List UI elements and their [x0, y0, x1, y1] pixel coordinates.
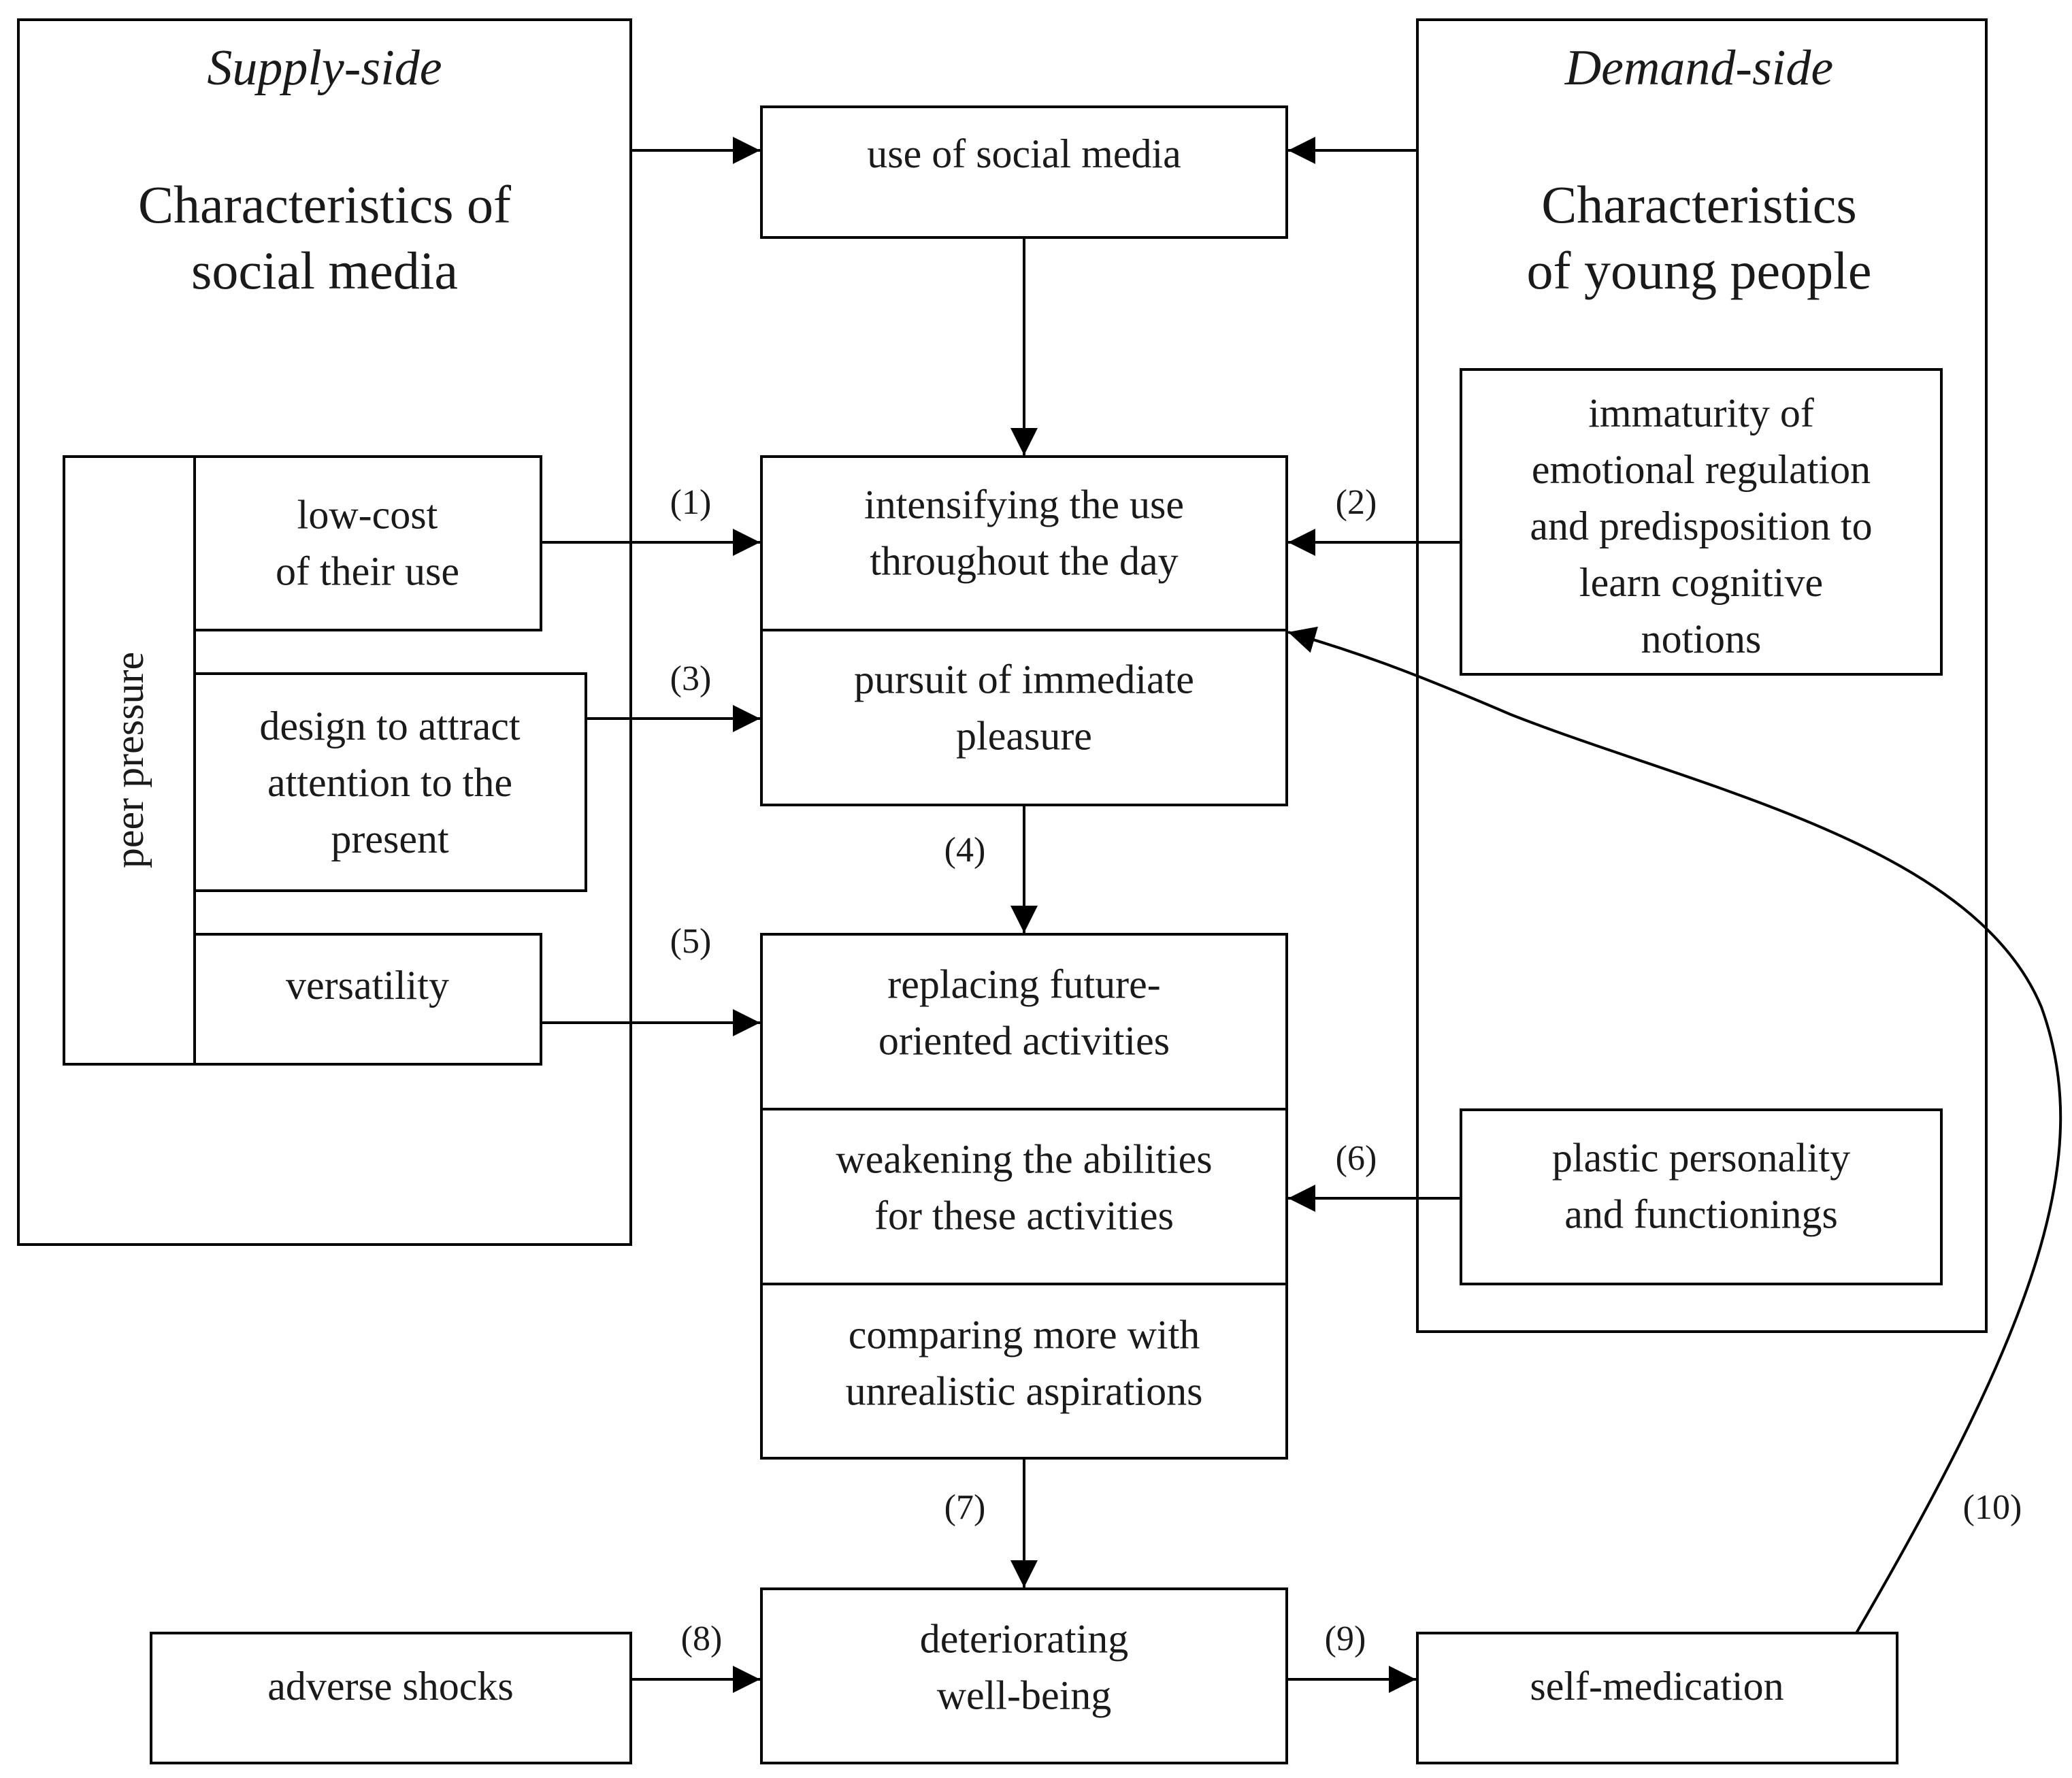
immaturity-text-line-2: emotional regulation	[1532, 447, 1871, 492]
design-box	[193, 672, 587, 892]
design-text-line-2: attention to the	[267, 760, 512, 805]
adverse-shocks-box	[150, 1632, 632, 1764]
label-10: (10)	[1963, 1488, 2022, 1527]
design-text-line-3: present	[331, 817, 449, 861]
comparing-text-line-1: comparing more with	[849, 1313, 1200, 1357]
self-medication-text: self-medication	[1530, 1664, 1783, 1709]
supply-side-title-line-2: social media	[191, 241, 458, 300]
versatility-box	[193, 933, 542, 1066]
weakening-text-line-1: weakening the abilities	[836, 1137, 1212, 1182]
intensifying-text-line-1: intensifying the use	[864, 482, 1184, 527]
peer-pressure-label: peer pressure	[107, 652, 152, 868]
adverse-shocks-text-line-1: adverse shocks	[267, 1664, 514, 1709]
weakening-text: weakening the abilities for these activit…	[836, 1137, 1212, 1238]
adverse-shocks-text: adverse shocks	[267, 1664, 514, 1709]
deteriorating-text-line-2: well-being	[937, 1673, 1112, 1718]
immaturity-text-line-3: and predisposition to	[1530, 504, 1872, 548]
self-medication-text-line-1: self-medication	[1530, 1664, 1783, 1709]
replacing-text: replacing future-oriented activities	[878, 962, 1170, 1064]
use-of-social-media-text: use of social media	[867, 131, 1181, 176]
demand-side-heading: Demand-side	[1564, 40, 1834, 96]
weakening-text-line-2: for these activities	[874, 1193, 1174, 1238]
immaturity-text: immaturity of emotional regulation and pre…	[1530, 391, 1872, 661]
versatility-text: versatility	[286, 963, 449, 1008]
plastic-personality-text: plastic personality and functionings	[1552, 1136, 1850, 1237]
demand-side-title-line-2: of young people	[1527, 241, 1872, 300]
label-6: (6)	[1336, 1139, 1377, 1178]
plastic-personality-text-line-2: and functionings	[1564, 1192, 1838, 1237]
demand-side-title-line-1: Characteristics	[1541, 175, 1856, 234]
immaturity-text-line-5: notions	[1641, 616, 1762, 661]
label-8: (8)	[681, 1619, 723, 1658]
label-4: (4)	[944, 831, 986, 870]
low-cost-text: low-cost of their use	[276, 493, 459, 594]
versatility-text-line-1: versatility	[286, 963, 449, 1008]
immaturity-text-line-1: immaturity of	[1588, 391, 1814, 435]
label-1: (1)	[670, 483, 712, 522]
deteriorating-box	[760, 1587, 1288, 1764]
use-of-social-media-text-line-1: use of social media	[867, 131, 1181, 176]
replacing-text-line-2: oriented activities	[878, 1019, 1170, 1064]
label-3: (3)	[670, 659, 712, 698]
label-9: (9)	[1325, 1619, 1366, 1658]
label-7: (7)	[944, 1488, 986, 1527]
low-cost-text-line-2: of their use	[276, 549, 459, 594]
comparing-text-line-2: unrealistic aspirations	[846, 1369, 1203, 1414]
low-cost-text-line-1: low-cost	[297, 493, 438, 538]
immaturity-text-line-4: learn cognitive	[1579, 560, 1823, 605]
label-2: (2)	[1336, 483, 1377, 522]
label-5: (5)	[670, 922, 712, 961]
low-cost-box	[193, 455, 542, 631]
use-of-social-media-box	[760, 105, 1288, 239]
deteriorating-text-line-1: deteriorating	[920, 1617, 1129, 1662]
pursuit-text: pursuit of immediate pleasure	[854, 657, 1194, 759]
plastic-personality-box	[1460, 1108, 1943, 1285]
pursuit-text-line-2: pleasure	[956, 714, 1092, 759]
immaturity-box	[1460, 368, 1943, 676]
peer-pressure-box	[63, 455, 196, 1066]
intensifying-text: intensifying the use throughout the day	[864, 482, 1184, 584]
self-medication-box	[1416, 1632, 1898, 1764]
supply-side-title-line-1: Characteristics of	[138, 175, 511, 234]
supply-side-heading: Supply-side	[207, 40, 442, 96]
deteriorating-text: deteriorating well-being	[920, 1617, 1129, 1718]
intensifying-text-line-2: throughout the day	[870, 539, 1178, 584]
pursuit-text-line-1: pursuit of immediate	[854, 657, 1194, 702]
arrow-10	[1287, 626, 2062, 1634]
replacing-text-line-1: replacing future-	[887, 962, 1160, 1007]
replacing-box	[760, 933, 1288, 1460]
design-text-line-1: design to attract	[259, 704, 521, 748]
comparing-text: comparing more with unrealistic aspiratio…	[846, 1313, 1203, 1414]
design-text: design to attract attention to the present	[259, 704, 521, 861]
plastic-personality-text-line-1: plastic personality	[1552, 1136, 1850, 1181]
